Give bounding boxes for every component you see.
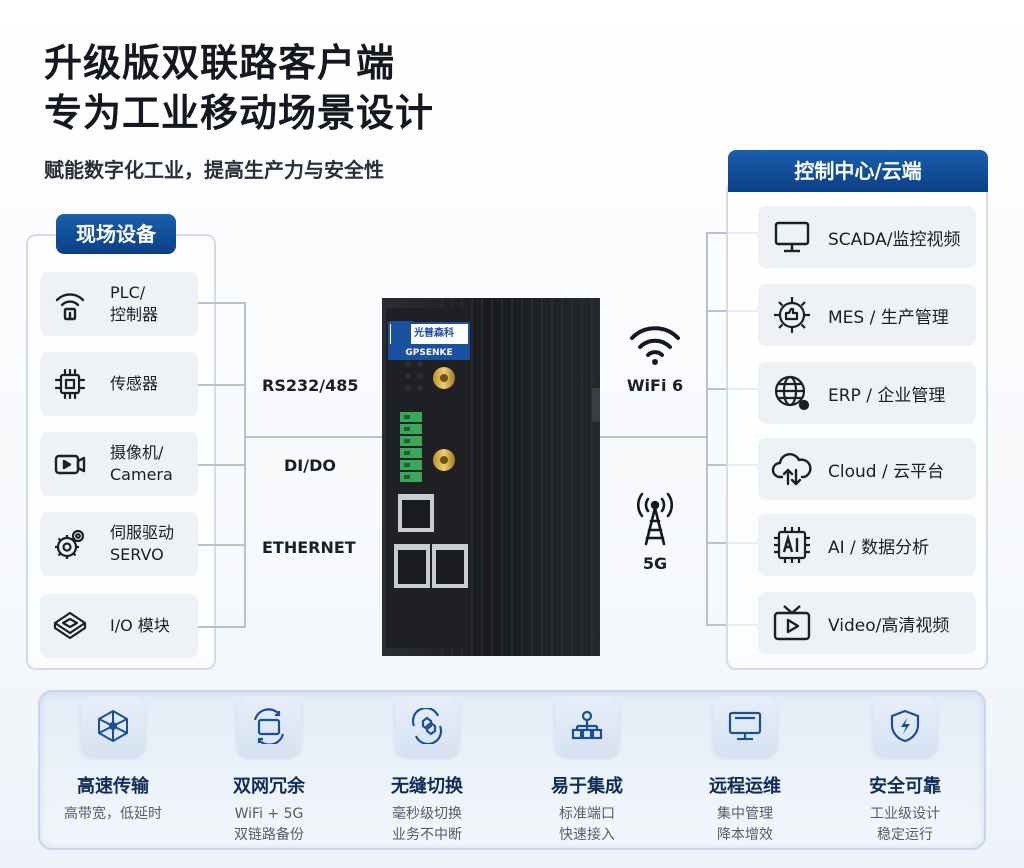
feature-integration: 易于集成 标准端口 快速接入: [512, 696, 662, 846]
gear-settings-icon: [770, 293, 814, 337]
device-item-plc: PLC/ 控制器: [40, 272, 198, 336]
sensor-icon: [50, 364, 90, 404]
feature-desc: 标准端口: [559, 806, 615, 822]
device-label-line1: 传感器: [110, 374, 159, 393]
field-devices-tag: 现场设备: [56, 214, 176, 254]
feature-desc: 业务不中断: [392, 827, 462, 843]
network-mesh-icon: [81, 696, 145, 756]
title-line-2: 专为工业移动场景设计: [44, 91, 435, 135]
device-label-line1: I/O 模块: [110, 616, 170, 635]
feature-title: 双网冗余: [233, 776, 305, 797]
feature-seamless: 无缝切换 毫秒级切换 业务不中断: [352, 696, 502, 846]
feature-desc: WiFi + 5G: [234, 806, 304, 822]
page-subtitle: 赋能数字化工业，提高生产力与安全性: [44, 158, 384, 182]
connector: [198, 464, 246, 466]
cell-tower-icon: [634, 490, 676, 550]
connector-to-device: [244, 436, 384, 438]
feature-title: 远程运维: [709, 776, 781, 797]
connector: [198, 544, 246, 546]
feature-desc: 稳定运行: [877, 827, 933, 843]
seamless-switch-icon: [395, 696, 459, 756]
globe-icon: [770, 371, 814, 415]
cloud-icon: [770, 447, 814, 491]
feature-desc: 快速接入: [559, 827, 615, 843]
device-label-line2: SERVO: [110, 545, 164, 564]
protocol-rs: RS232/485: [262, 376, 359, 395]
router-device: 光普森科 GPSENKE: [382, 250, 600, 656]
device-item-sensor: 传感器: [40, 352, 198, 416]
cloud-item-erp: ERP / 企业管理: [758, 362, 976, 424]
feature-desc: 高带宽，低延时: [64, 806, 162, 822]
integration-icon: [555, 696, 619, 756]
connector: [198, 626, 246, 628]
device-item-io: I/O 模块: [40, 594, 198, 658]
cloud-item-label: AI / 数据分析: [828, 537, 930, 558]
device-label-line1: 摄像机/: [110, 443, 164, 462]
protocol-dido: DI/DO: [284, 456, 336, 475]
plc-icon: [50, 284, 90, 324]
connector: [198, 384, 246, 386]
cloud-item-label: ERP / 企业管理: [828, 385, 946, 406]
control-center-tag: 控制中心/云端: [728, 150, 988, 192]
servo-icon: [50, 524, 90, 564]
connector-bus: [244, 302, 246, 628]
cloud-item-label: MES / 生产管理: [828, 307, 949, 328]
redundancy-icon: [237, 696, 301, 756]
cell-label: 5G: [642, 554, 668, 573]
feature-desc: 双链路备份: [234, 827, 304, 843]
ai-chip-icon: [770, 523, 814, 567]
brand-mark-icon: [391, 324, 411, 344]
feature-high-speed: 高速传输 高带宽，低延时: [38, 696, 188, 825]
cloud-item-cloud: Cloud / 云平台: [758, 438, 976, 500]
feature-desc: 毫秒级切换: [392, 806, 462, 822]
connector-bus-right: [706, 232, 708, 626]
tv-play-icon: [770, 601, 814, 645]
device-label-line2: Camera: [110, 465, 173, 484]
cloud-item-video: Video/高清视频: [758, 592, 976, 654]
device-item-servo: 伺服驱动 SERVO: [40, 512, 198, 576]
cloud-item-ai: AI / 数据分析: [758, 514, 976, 576]
device-label-line2: 控制器: [110, 305, 159, 324]
io-module-icon: [50, 606, 90, 646]
remote-ops-icon: [713, 696, 777, 756]
device-item-camera: 摄像机/ Camera: [40, 432, 198, 496]
cloud-item-mes: MES / 生产管理: [758, 284, 976, 346]
brand-logo: 光普森科: [388, 322, 470, 346]
feature-title: 无缝切换: [391, 776, 463, 797]
monitor-icon: [770, 215, 814, 259]
page-title: 升级版双联路客户端 专为工业移动场景设计: [44, 38, 434, 138]
features-bar: [38, 690, 986, 850]
camera-icon: [50, 444, 90, 484]
cloud-item-label: SCADA/监控视频: [828, 229, 961, 250]
connector: [198, 302, 246, 304]
security-shield-icon: [873, 696, 937, 756]
feature-remote-ops: 远程运维 集中管理 降本增效: [670, 696, 820, 846]
protocol-ethernet: ETHERNET: [262, 538, 356, 557]
feature-security: 安全可靠 工业级设计 稳定运行: [830, 696, 980, 846]
feature-title: 安全可靠: [869, 776, 941, 797]
feature-desc: 工业级设计: [870, 806, 940, 822]
cloud-item-label: Cloud / 云平台: [828, 461, 945, 482]
title-line-1: 升级版双联路客户端: [44, 41, 396, 85]
feature-title: 高速传输: [77, 776, 149, 797]
wifi-icon: [628, 322, 682, 370]
connector-from-device: [600, 436, 708, 438]
device-label-line1: 伺服驱动: [110, 523, 175, 542]
feature-redundancy: 双网冗余 WiFi + 5G 双链路备份: [194, 696, 344, 846]
feature-desc: 集中管理: [717, 806, 773, 822]
wifi-label: WiFi 6: [626, 376, 684, 395]
brand-name-cn: 光普森科: [414, 328, 454, 339]
feature-desc: 降本增效: [717, 827, 773, 843]
device-label-line1: PLC/: [110, 283, 146, 302]
cloud-item-label: Video/高清视频: [828, 615, 950, 636]
feature-title: 易于集成: [551, 776, 623, 797]
brand-name-en: GPSENKE: [388, 346, 470, 360]
cloud-item-scada: SCADA/监控视频: [758, 206, 976, 268]
